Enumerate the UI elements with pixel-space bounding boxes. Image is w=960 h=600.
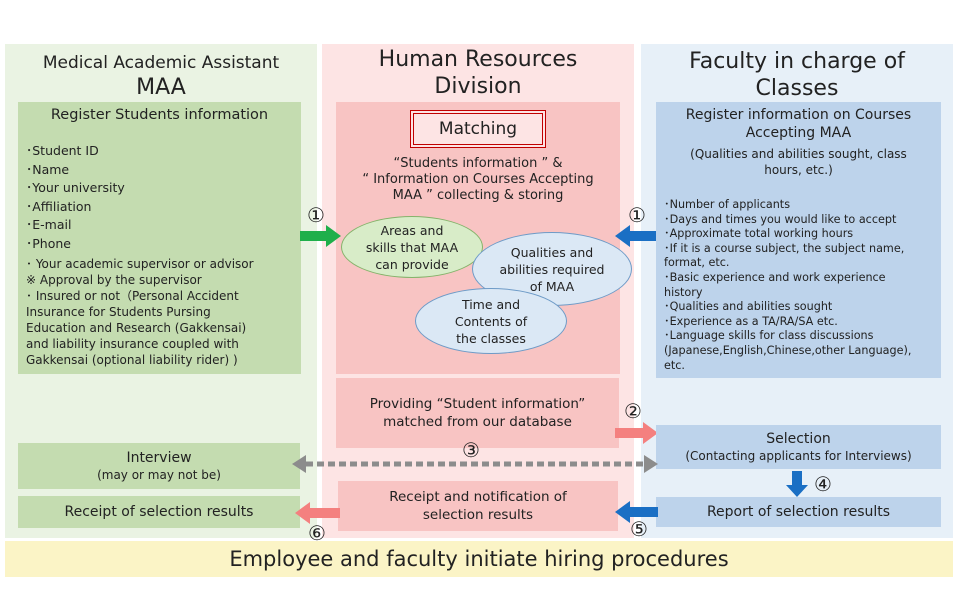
ellipse-time-contents: Time and Contents of the classes [415, 288, 567, 354]
maa-header: Medical Academic Assistant MAA [5, 52, 317, 101]
arrow-right-green-icon [300, 225, 341, 247]
ellipse-line: Contents of [454, 313, 528, 329]
list-item: ･Number of applicants [664, 198, 791, 211]
providing-line: Providing “Student information” [369, 396, 586, 412]
student-fields-list: ･Student ID ･Name ･Your university ･Affi… [26, 142, 125, 253]
list-item: ･Affiliation [26, 198, 92, 214]
selection-box: Selection (Contacting applicants for Int… [656, 425, 941, 469]
list-item: ･If it is a course subject, the subject … [664, 241, 905, 255]
interview-title: Interview [126, 450, 192, 466]
hr-header-line1: Human Resources [378, 47, 578, 72]
list-item: Insurance for Students Pursing [26, 305, 211, 319]
faculty-header-line1: Faculty in charge of [689, 49, 905, 74]
register-courses-sub-line: hours, etc.) [764, 163, 833, 177]
interview-sub: (may or may not be) [97, 468, 221, 482]
register-courses-box: Register information on Courses Acceptin… [656, 102, 941, 378]
arrow-right-pink-icon [615, 422, 658, 444]
ellipse-line: abilities required [499, 261, 605, 277]
faculty-header: Faculty in charge of Classes [641, 48, 953, 102]
register-students-box: Register Students information ･Student I… [18, 102, 301, 374]
step-4-label: ④ [814, 472, 832, 496]
list-item: ･Qualities and abilities sought [664, 300, 833, 314]
notification-box: Receipt and notification of selection re… [338, 481, 618, 531]
list-item: history [664, 285, 703, 299]
ellipse-line: Areas and [380, 222, 444, 238]
list-item: ･Your university [26, 180, 125, 195]
notification-line: selection results [422, 507, 534, 523]
receipt-label: Receipt of selection results [64, 504, 254, 520]
list-item: ･Name [26, 161, 70, 177]
list-item: ･ Insured or not（Personal Accident [26, 289, 239, 303]
list-item: ･ Your academic supervisor or advisor [26, 257, 254, 271]
list-item: ･E-mail [26, 217, 72, 232]
ellipse-line: Time and [461, 296, 521, 312]
step-1-right-label: ① [628, 203, 646, 227]
list-item: ･Language skills for class discussions [664, 329, 874, 343]
step-5-label: ⑤ [630, 517, 648, 541]
collect-line: MAA ” collecting & storing [392, 188, 564, 203]
matching-title-box: Matching [410, 110, 546, 148]
receipt-box: Receipt of selection results [18, 496, 300, 528]
arrow-down-blue-icon [786, 471, 808, 497]
interview-box: Interview (may or may not be) [18, 443, 300, 489]
selection-title: Selection [766, 431, 831, 447]
ellipse-line: Qualities and [510, 244, 594, 260]
list-item: ･Approximate total working hours [664, 227, 854, 241]
course-fields-list: ･Number of applicants ･Days and times yo… [664, 198, 911, 373]
footer-banner: Employee and faculty initiate hiring pro… [5, 541, 953, 577]
ellipse-line: can provide [375, 256, 449, 272]
list-item: format, etc. [664, 256, 730, 270]
collect-line: “ Information on Courses Accepting [362, 172, 594, 187]
register-courses-line: Accepting MAA [745, 125, 852, 141]
list-item: ･Student ID [26, 143, 99, 158]
ellipse-areas-skills: Areas and skills that MAA can provide [341, 216, 483, 278]
register-courses-sub: (Qualities and abilities sought, class h… [656, 146, 941, 178]
supervisor-notes: ･ Your academic supervisor or advisor ※ … [26, 256, 254, 368]
arrow-left-pink-icon [295, 502, 340, 524]
footer-text: Employee and faculty initiate hiring pro… [229, 547, 729, 571]
arrow-double-dashed-icon [292, 455, 658, 473]
arrow-left-blue-icon [615, 225, 656, 247]
list-item: (Japanese,English,Chinese,other Language… [664, 343, 912, 357]
providing-box: Providing “Student information” matched … [336, 378, 619, 448]
list-item: ･Experience as a TA/RA/SA etc. [664, 314, 838, 328]
matching-title: Matching [438, 119, 518, 139]
ellipse-line: skills that MAA [365, 239, 459, 255]
report-label: Report of selection results [706, 504, 891, 520]
maa-header-line1: Medical Academic Assistant [42, 53, 280, 73]
list-item: ※ Approval by the supervisor [26, 273, 202, 287]
step-6-label: ⑥ [308, 521, 326, 545]
notification-line: Receipt and notification of [389, 489, 567, 505]
register-courses-sub-line: (Qualities and abilities sought, class [690, 147, 907, 161]
register-courses-title: Register information on Courses Acceptin… [656, 106, 941, 142]
list-item: ･Basic experience and work experience [664, 270, 886, 284]
maa-header-line2: MAA [136, 75, 186, 100]
selection-sub: (Contacting applicants for Interviews) [685, 449, 912, 463]
hr-header-line2: Division [434, 74, 522, 99]
register-courses-line: Register information on Courses [685, 107, 912, 123]
faculty-header-line2: Classes [755, 76, 839, 101]
step-3-label: ③ [462, 438, 480, 462]
report-box: Report of selection results [656, 497, 941, 527]
step-2-label: ② [624, 399, 642, 423]
list-item: ･Phone [26, 235, 71, 251]
ellipse-line: the classes [456, 330, 526, 346]
list-item: and liability insurance coupled with [26, 337, 239, 351]
collect-line: “Students information ” & [393, 156, 563, 171]
list-item: etc. [664, 358, 685, 372]
collect-storing-text: “Students information ” & “ Information … [336, 156, 620, 204]
step-1-left-label: ① [307, 203, 325, 227]
hr-header: Human Resources Division [322, 46, 634, 100]
list-item: Education and Research (Gakkensai) [26, 321, 247, 335]
list-item: ･Days and times you would like to accept [664, 212, 897, 226]
register-students-title: Register Students information [50, 107, 269, 123]
ellipse-line: of MAA [529, 278, 575, 294]
list-item: Gakkensai (optional liability rider) ) [26, 353, 238, 367]
arrow-left-blue-icon [615, 501, 658, 523]
providing-line: matched from our database [383, 414, 572, 430]
